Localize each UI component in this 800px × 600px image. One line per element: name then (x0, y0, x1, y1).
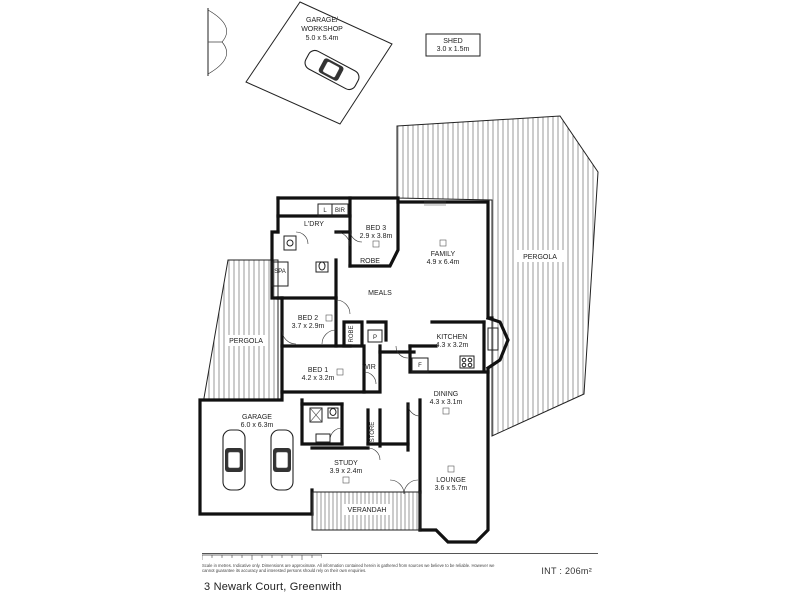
pergola-right: PERGOLA (396, 115, 599, 437)
kitchen-name: KITCHEN (437, 334, 468, 341)
bed2-name: BED 2 (298, 315, 318, 322)
room-labels: L'DRY BED 3 2.9 x 3.8m ROBE FAMILY 4.9 x… (241, 221, 469, 492)
spa-bath-icon (271, 261, 289, 287)
linen-label: L (323, 208, 327, 214)
pergola-left-name: PERGOLA (229, 338, 263, 345)
spa-label: SPA (274, 269, 286, 275)
shower-icon (309, 407, 323, 423)
car-icon (270, 429, 294, 491)
garage-workshop-name2: WORKSHOP (301, 26, 343, 33)
kitchen-size: 4.3 x 3.2m (436, 342, 469, 349)
property-address: 3 Newark Court, Greenwith (204, 581, 342, 593)
lounge-size: 3.6 x 5.7m (435, 485, 468, 492)
family-size: 4.9 x 6.4m (427, 259, 460, 266)
wir-label: WIR (362, 364, 376, 371)
car-icon (304, 49, 360, 91)
garage-name: GARAGE (242, 414, 272, 421)
fixtures: L BIR SPA F P (271, 201, 499, 443)
garage-workshop: GARAGE/ WORKSHOP 5.0 x 5.4m (245, 1, 393, 125)
dining-size: 4.3 x 3.1m (430, 399, 463, 406)
verandah: VERANDAH (311, 491, 421, 531)
shed-size: 3.0 x 1.5m (437, 46, 470, 53)
garage-workshop-name1: GARAGE/ (306, 17, 338, 24)
gate-symbol (207, 8, 227, 76)
bed1-size: 4.2 x 3.2m (302, 375, 335, 382)
pantry-label: P (373, 335, 377, 341)
shed: SHED 3.0 x 1.5m (425, 33, 481, 57)
laundry-tub-icon (283, 235, 297, 251)
robe-bed2-label: ROBE (349, 325, 355, 342)
footer-rule (202, 553, 598, 554)
internal-area: INT : 206m² (541, 566, 592, 576)
ldry-label: L'DRY (304, 221, 324, 228)
kitchen-sink-icon (487, 327, 499, 351)
toilet2-icon (327, 407, 339, 419)
meals-label: MEALS (368, 290, 392, 297)
vanity-icon (315, 433, 331, 443)
shed-name: SHED (443, 38, 462, 45)
study-size: 3.9 x 2.4m (330, 468, 363, 475)
fridge-label: F (418, 363, 422, 369)
pergola-right-name: PERGOLA (523, 254, 557, 261)
family-name: FAMILY (431, 251, 456, 258)
bed1-name: BED 1 (308, 367, 328, 374)
study-name: STUDY (334, 460, 358, 467)
door-swings (281, 229, 421, 495)
garage-size: 6.0 x 6.3m (241, 422, 274, 429)
dining-name: DINING (434, 391, 459, 398)
bed3-size: 2.9 x 3.8m (360, 233, 393, 240)
robe-bed3-label: ROBE (360, 258, 380, 265)
pergola-left: PERGOLA (203, 259, 279, 401)
garage-workshop-size: 5.0 x 5.4m (306, 35, 339, 42)
lounge-name: LOUNGE (436, 477, 466, 484)
disclaimer-text: Scale in metres. Indicative only. Dimens… (202, 563, 495, 573)
cooktop-icon (459, 355, 475, 369)
verandah-label: VERANDAH (348, 507, 387, 514)
car-icon (222, 429, 246, 491)
house-walls (198, 196, 510, 544)
bed3-name: BED 3 (366, 225, 386, 232)
bir-label: BIR (335, 208, 346, 214)
scale-bar (202, 554, 322, 560)
store-label: STORE (370, 422, 376, 443)
bed2-size: 3.7 x 2.9m (292, 323, 325, 330)
